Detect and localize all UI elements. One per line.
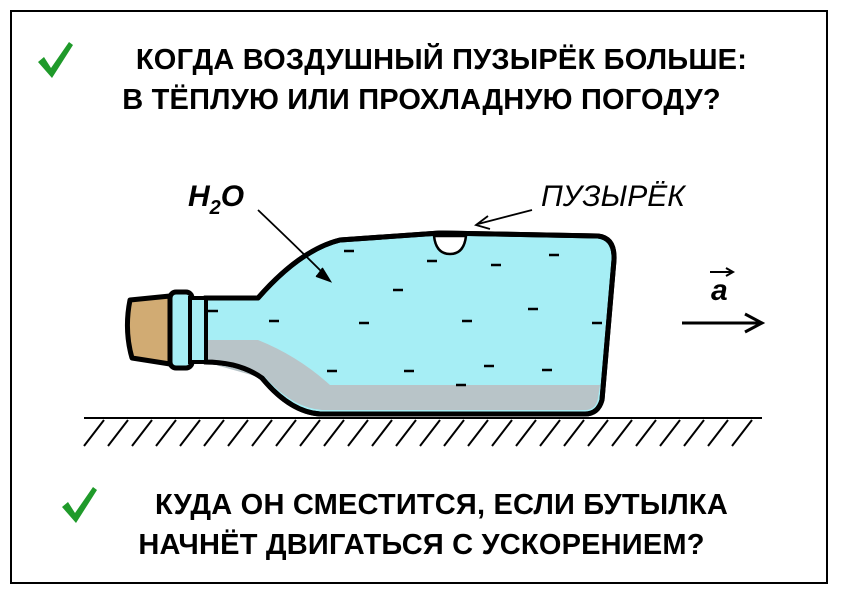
- question-bottom-line1: КУДА ОН СМЕСТИТСЯ, ЕСЛИ БУТЫЛКА: [155, 489, 728, 521]
- check-icon: [62, 487, 97, 523]
- ground-hatch-mark: [539, 419, 561, 447]
- vector-arrow-icon: [710, 267, 736, 277]
- water-label-sub: 2: [209, 197, 221, 219]
- ground-hatch-mark: [275, 419, 297, 447]
- ground-hatch-mark: [371, 419, 393, 447]
- ground-hatch-mark: [491, 419, 513, 447]
- ground-hatch-mark: [323, 419, 345, 447]
- ground-hatch-mark: [707, 419, 729, 447]
- ground-hatch-mark: [179, 419, 201, 447]
- check-icon: [38, 42, 73, 78]
- ground-hatch-mark: [515, 419, 537, 447]
- acceleration-label: a: [711, 274, 728, 307]
- cork: [124, 293, 173, 367]
- ground-hatch-mark: [563, 419, 585, 447]
- ground-hatch-mark: [587, 419, 609, 447]
- water-label-h: H: [188, 180, 210, 213]
- h2o-pointer: [257, 209, 333, 283]
- ground-hatch-mark: [299, 419, 321, 447]
- ground-hatch-mark: [107, 419, 129, 447]
- ground-hatch-mark: [155, 419, 177, 447]
- water-dashes: [208, 249, 602, 387]
- bubble-pointer: [474, 209, 533, 230]
- bubble-label: ПУЗЫРЁК: [541, 180, 685, 213]
- water-label-o: O: [220, 180, 245, 213]
- water-label: H2O: [188, 180, 245, 219]
- ground-hatch-mark: [683, 419, 705, 447]
- ground-hatch-mark: [731, 419, 753, 447]
- question-top: КОГДА ВОЗДУШНЫЙ ПУЗЫРЁК БОЛЬШЕ: В ТЁПЛУЮ…: [0, 40, 843, 120]
- ground-hatch-mark: [395, 419, 417, 447]
- bottle-inner-shadow: [205, 340, 600, 410]
- ground-hatch-mark: [443, 419, 465, 447]
- ground-hatch-mark: [131, 419, 153, 447]
- ground-hatch-mark: [659, 419, 681, 447]
- ground-hatch-mark: [83, 419, 105, 447]
- ground-hatch-mark: [419, 419, 441, 447]
- ground: [83, 417, 762, 447]
- question-top-line1: КОГДА ВОЗДУШНЫЙ ПУЗЫРЁК БОЛЬШЕ:: [135, 44, 748, 76]
- acceleration-arrow: [682, 312, 766, 334]
- ground-hatch-mark: [203, 419, 225, 447]
- ground-hatch-mark: [227, 419, 249, 447]
- ground-hatch-mark: [635, 419, 657, 447]
- air-bubble: [432, 234, 468, 256]
- ground-hatch-mark: [251, 419, 273, 447]
- question-bottom-line2: НАЧНЁТ ДВИГАТЬСЯ С УСКОРЕНИЕМ?: [138, 529, 705, 561]
- ground-hatch-mark: [467, 419, 489, 447]
- ground-hatch-mark: [611, 419, 633, 447]
- question-top-line2: В ТЁПЛУЮ ИЛИ ПРОХЛАДНУЮ ПОГОДУ?: [122, 84, 721, 116]
- question-bottom: КУДА ОН СМЕСТИТСЯ, ЕСЛИ БУТЫЛКА НАЧНЁТ Д…: [0, 485, 843, 565]
- bottle: [124, 230, 617, 417]
- ground-hatch-mark: [347, 419, 369, 447]
